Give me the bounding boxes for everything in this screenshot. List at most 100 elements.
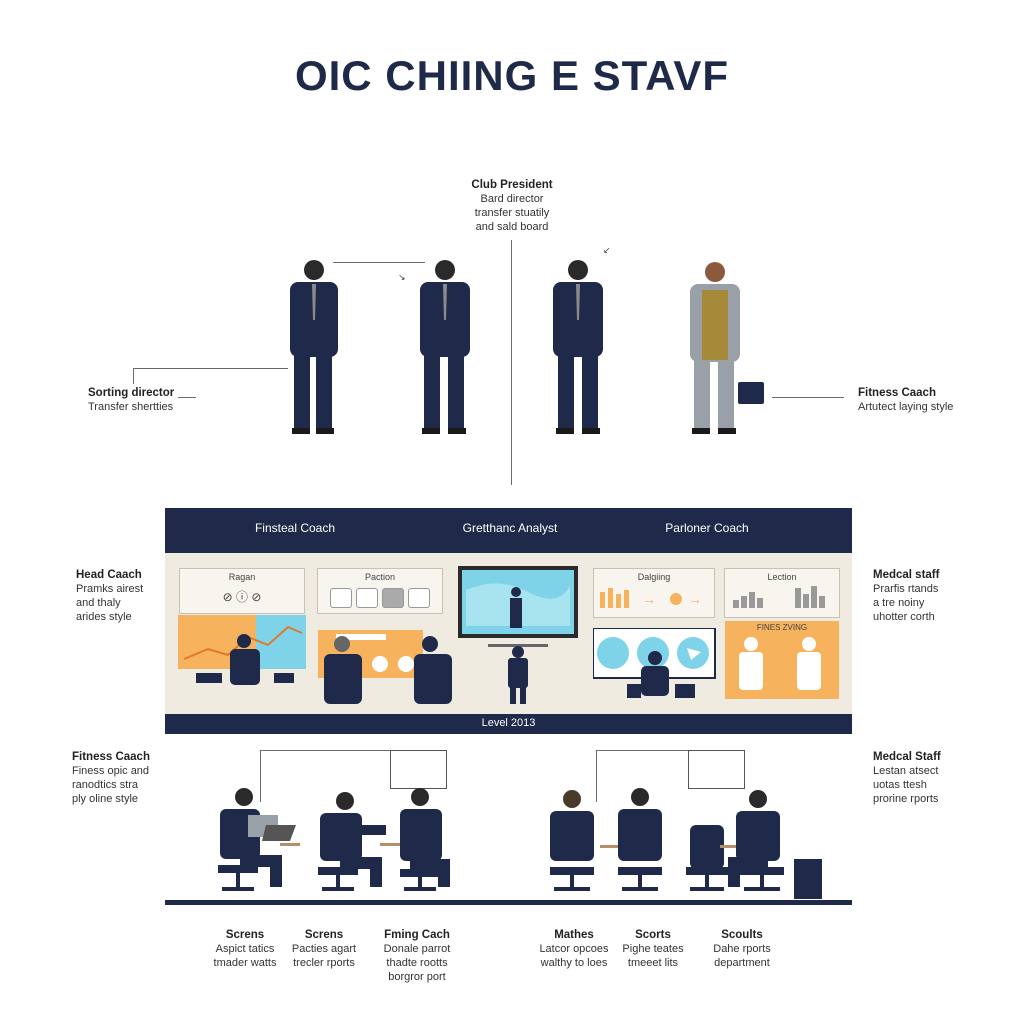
fines-screen: FINES ZVING [725,621,839,699]
role-line: Aspict tatics [215,943,275,955]
connector-line [772,397,844,398]
connector-line [133,368,288,369]
seated-person [728,790,784,891]
role-name: Fming Cach [384,929,450,941]
cabinet [794,859,822,899]
screen-card-paction: Paction [317,568,443,614]
role-label: Fming Cach Donale parrot thadte rootts b… [377,928,457,984]
role-line: Pacties agart [291,943,357,955]
fitness-coach-top-label: Fitness Caach Artutect laying style [858,386,988,414]
person-figure [420,260,470,434]
tile [330,588,352,608]
connector-line [333,262,425,263]
person-figure [553,260,603,434]
seated-person [218,788,296,891]
arrow-icon: ↘ [398,272,406,282]
svg-text:→: → [642,591,656,607]
role-label: Scoults Dahe rports department [702,928,782,970]
role-name: Scoults [721,929,763,941]
screen-label: Ragan [228,572,256,582]
page-title: OIC CHIING E STAVF [294,52,730,99]
medical-staff-bottom-label: Medcal Staff Lestan atsect uotas ttesh p… [873,750,983,806]
role-line: borgror port [388,971,446,983]
screen-label: Dalgiing [637,572,671,582]
fitness-coach-bottom-label: Fitness Caach Finess opic and ranodtics … [72,750,172,806]
medical-staff-mid-line: uhotter corth [873,611,935,623]
club-president-line: Bard director [480,193,544,205]
sporting-director-name: Sorting director [88,387,175,399]
role-line: tmader watts [213,957,277,969]
connector-line [596,750,597,802]
role-line: Dahe rports [713,943,771,955]
role-line: tmeeet lits [627,957,679,969]
tile-row [318,588,442,608]
medical-staff-mid-line: a tre noiny [873,597,925,609]
sporting-director-label: Sorting director Transfer shertties [88,386,208,414]
seated-person [550,790,594,891]
panel-header-3: Parloner Coach [665,521,749,535]
icons-screen [593,628,716,698]
wall-screen [390,750,447,789]
head-coach-line: Pramks airest [76,583,144,595]
head-coach-line: arides style [76,611,132,623]
connector-line [260,750,390,751]
fitness-coach-bottom-name: Fitness Caach [72,751,150,763]
medical-staff-bottom-line: uotas ttesh [873,779,927,791]
role-line: department [714,957,770,969]
medical-staff-bottom-line: Lestan atsect [873,765,939,777]
fitness-coach-top-line: Artutect laying style [858,401,954,413]
sporting-director-line: Transfer shertties [88,401,174,413]
club-president-name: Club President [471,179,553,191]
club-president-line: and sald board [475,221,549,233]
role-line: Latcor opcoes [539,943,609,955]
arrow-icon: ↙ [603,245,611,255]
screen-label: FINES ZVING [756,623,808,632]
role-name: Screns [304,929,344,941]
fitness-coach-bottom-line: ranodtics stra [72,779,139,791]
fitness-coach-top-name: Fitness Caach [858,387,936,399]
medical-staff-mid-label: Medcal staff Prarfis rtands a tre noiny … [873,568,983,624]
role-label: Screns Aspict tatics tmader watts [205,928,285,970]
vertical-connector [511,240,512,485]
tile [408,588,430,608]
meeting-screen [318,630,452,704]
connector-line [260,750,261,802]
screen-label: Paction [364,572,396,582]
floor-line [165,900,852,905]
head-coach-label: Head Caach Pramks airest and thaly aride… [76,568,166,624]
panel-footer: Level 2013 [481,717,536,729]
tile [382,588,404,608]
role-label: Screns Pacties agart trecler rports [284,928,364,970]
panel-header-bar [165,508,852,553]
role-label: Scorts Pighe teates tmeeet lits [613,928,693,970]
role-name: Scorts [635,929,671,941]
person-figure [690,262,764,434]
panel-header-2: Gretthanc Analyst [462,521,558,535]
club-president-line: transfer stuatily [474,207,550,219]
connector-line [133,368,134,384]
screen-card-dalgiing: Dalgiing → → [593,568,715,618]
panel-footer-bar [165,714,852,734]
tile [356,588,378,608]
person-figure [290,260,338,434]
screen-label: Lection [767,572,797,582]
svg-text:→: → [688,591,702,607]
screen-card-lection: Lection [724,568,840,618]
role-line: Pighe teates [622,943,684,955]
medical-staff-bottom-name: Medcal Staff [873,751,941,763]
role-line: walthy to loes [540,957,608,969]
medical-staff-mid-name: Medcal staff [873,569,940,581]
screen-card-ragan: Ragan ⊘ ⓘ ⊘ [179,568,305,614]
executive-figures [290,260,764,434]
bar-arrow-icon: → → [600,588,702,608]
seated-person [400,788,450,891]
club-president-label: Club President Bard director transfer st… [440,178,584,234]
staff-desk-figures [218,788,822,899]
tactics-icon: ⊘ ⓘ ⊘ [222,590,262,604]
seated-person [618,788,662,891]
analyst-screen [458,566,578,704]
medical-staff-bottom-line: prorine rports [873,793,939,805]
connector-line [596,750,688,751]
role-name: Mathes [554,929,594,941]
head-coach-line: and thaly [76,597,121,609]
